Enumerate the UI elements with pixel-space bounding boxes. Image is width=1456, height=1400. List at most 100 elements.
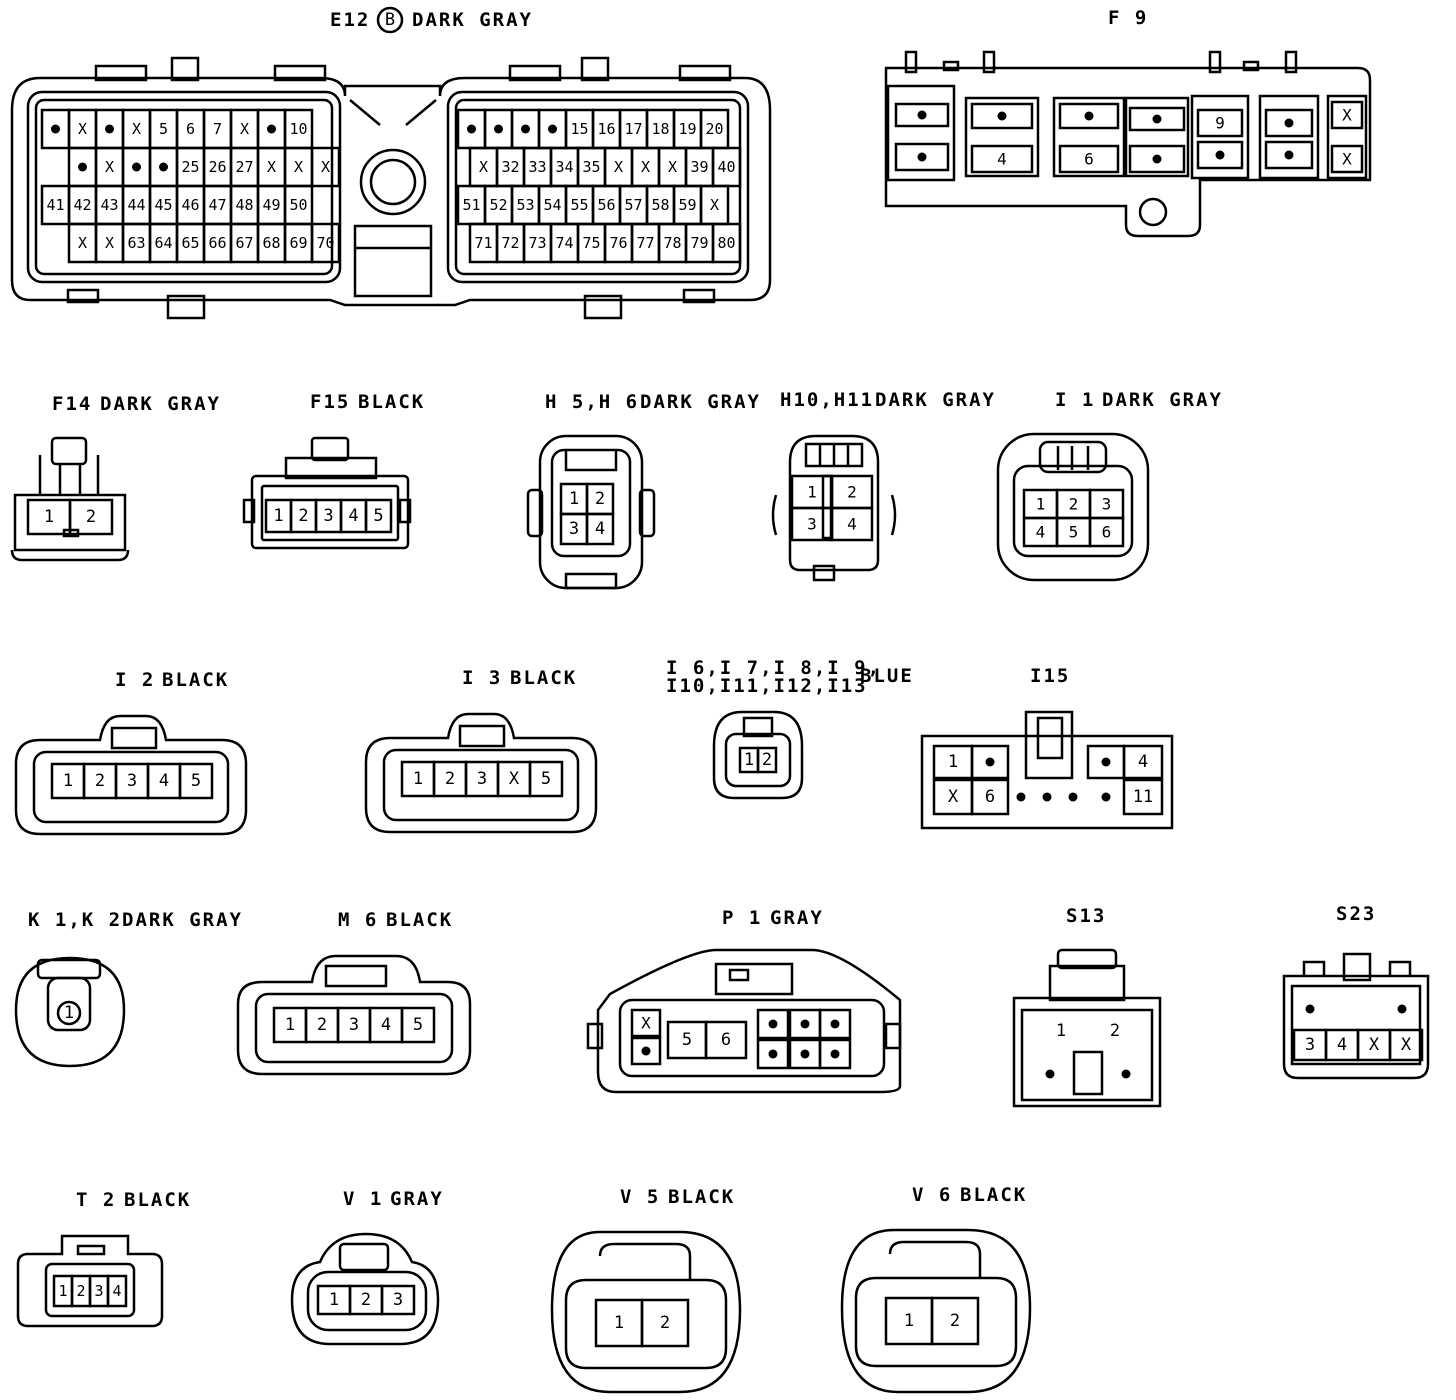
e12-right-pin-r1c10: 20: [699, 108, 730, 150]
e12-right-pin-r4c9: 78: [657, 222, 688, 264]
f14-pin-1-label: 1: [44, 507, 54, 527]
i15-pin-top-4-label: 4: [1138, 752, 1148, 772]
e12-right-pin-r1c2: [483, 108, 514, 150]
v5-pin-2-label: 2: [660, 1313, 670, 1333]
e12-right-pin-r2c2: 32: [495, 146, 526, 188]
e12-left-pin-r3c3-label: 43: [100, 196, 118, 214]
s23-pin-3: 3: [1292, 1028, 1328, 1062]
e12-right-pin-r1c8: 18: [645, 108, 676, 150]
f9-pin-12-dot: [1284, 150, 1294, 160]
i15-pin-bottom-4-dot: [1042, 792, 1052, 802]
v1-code: V 1: [343, 1188, 383, 1210]
e12-right-pin-r4c11-label: 80: [717, 234, 735, 252]
e12-right-pin-r4c8-label: 77: [636, 234, 654, 252]
e12-left-pin-r2c5: [148, 146, 179, 188]
f9-pin-6: 6: [1058, 144, 1120, 174]
i2-pin-5: 5: [178, 762, 214, 800]
h5-pin-r2c2-box: [585, 512, 615, 546]
t2-pin-3-label: 3: [94, 1282, 103, 1300]
v6-pin-2-box: [930, 1296, 980, 1346]
e12-right-pin-r4c11: 80: [711, 222, 742, 264]
f9-pin-4: 4: [970, 144, 1034, 174]
i6-pin-2-box: [756, 746, 778, 774]
i2-pin-5-box: [178, 762, 214, 800]
e12-right-pin-r3c6-label: 56: [597, 196, 615, 214]
f9-pin-6-box: [1058, 144, 1120, 174]
m6-pin-2-label: 2: [317, 1015, 327, 1035]
f9-pin-11: [1264, 108, 1314, 138]
f15-pin-4-label: 4: [348, 506, 358, 526]
e12-left-pin-r1c3-dot: [105, 124, 114, 134]
i15-pin-bottom-5-dot: [1068, 792, 1078, 802]
e12-left-pin-r2c2: [67, 146, 98, 188]
e12-left-pin-r1c1-dot: [51, 124, 60, 134]
e12-left-pin-r2c11-label: X: [321, 158, 330, 176]
e12-right-pin-r2c7-label: X: [641, 158, 650, 176]
e12-left-pin-r4c11-label: 70: [316, 234, 334, 252]
e12-left-pin-r2c6: 25: [175, 146, 206, 188]
i1-pin-r1c2: 2: [1055, 488, 1092, 520]
p1-pin-7-dot: [830, 1019, 840, 1029]
e12-left-pin-r1c4: X: [121, 108, 152, 150]
i15-pin-bottom-7-box: [1122, 778, 1164, 816]
e12-right-pin-r1c7: 17: [618, 108, 649, 150]
i15-pin-top-2-dot: [985, 757, 995, 767]
e12-right-pin-r4c6: 75: [576, 222, 607, 264]
e12-right-pin-r1c1-dot: [467, 124, 476, 134]
v5-pin-2: 2: [640, 1298, 690, 1348]
i15-pin-top-1: 1: [932, 744, 974, 780]
f9-pin-7-dot: [1152, 114, 1162, 124]
i1-code: I 1: [1055, 389, 1095, 411]
t2-pin-4-label: 4: [112, 1282, 121, 1300]
e12-left-pin-r2c3-label: X: [105, 158, 114, 176]
e12-left-pin-r1c6: 6: [175, 108, 206, 150]
f9-pin-12: [1264, 140, 1314, 170]
f9-pin-8-box: [1128, 144, 1186, 174]
e12-left-pin-r3c7-label: 47: [208, 196, 226, 214]
e12-right-pin-r1c4: [537, 108, 568, 150]
e12-right-pin-r3c6: 56: [591, 184, 622, 226]
e12-left-pin-r4c7-label: 66: [208, 234, 226, 252]
e12-right-pin-r3c3-label: 53: [516, 196, 534, 214]
e12-left-pin-r1c9: [256, 108, 287, 150]
h10-pin-r2c2: 4: [830, 506, 874, 542]
e12-left-pin-r3c2-label: 42: [73, 196, 91, 214]
e12-right-pin-r2c8-label: X: [668, 158, 677, 176]
i6-code-line1: I 6,I 7,I 8,I 9,: [666, 657, 881, 679]
i15-pin-bottom-2: 6: [970, 778, 1010, 816]
e12-left-pin-r3c1-label: 41: [46, 196, 64, 214]
e12-left-pin-r3c4-label: 44: [127, 196, 145, 214]
f15-pin-1-label: 1: [273, 506, 283, 526]
e12-left-pin-r2c2-dot: [78, 162, 87, 172]
i2-pin-5-label: 5: [191, 771, 201, 791]
e12-left-pin-r3c10-label: 50: [289, 196, 307, 214]
f15-pin-3-label: 3: [323, 506, 333, 526]
h5-pin-r1c2: 2: [585, 482, 615, 516]
e12-left-pin-r2c5-dot: [159, 162, 168, 172]
e12-right-pin-r2c3: 33: [522, 146, 553, 188]
f9-pin-5-dot: [1084, 111, 1094, 121]
i15-pin-bottom-5: [1068, 792, 1078, 802]
e12-left-pin-r1c9-dot: [267, 124, 276, 134]
e12-color: DARK GRAY: [412, 9, 533, 31]
e12-right-pin-r3c5-label: 55: [570, 196, 588, 214]
e12-left-pin-r1c7: 7: [202, 108, 233, 150]
f14-code: F14: [52, 393, 92, 415]
e12-left-pin-r1c5: 5: [148, 108, 179, 150]
f9-pin-5: [1058, 102, 1120, 130]
v5-code: V 5: [620, 1186, 660, 1208]
e12-right-pin-r4c4-label: 73: [528, 234, 546, 252]
s23-pin-3-label: 3: [1305, 1035, 1315, 1055]
e12-left-pin-r4c4: 63: [121, 222, 152, 264]
f9-pin-1: [894, 102, 950, 128]
f9-pin-7: [1128, 106, 1186, 132]
v1-pin-1: 1: [316, 1284, 352, 1316]
i15-pin-bottom-3: [1016, 792, 1026, 802]
h5-color: DARK GRAY: [640, 391, 761, 413]
e12-right-pin-r4c4: 73: [522, 222, 553, 264]
e12-right-pin-r2c5: 35: [576, 146, 607, 188]
s13-pin-4-dot: [1121, 1069, 1131, 1079]
